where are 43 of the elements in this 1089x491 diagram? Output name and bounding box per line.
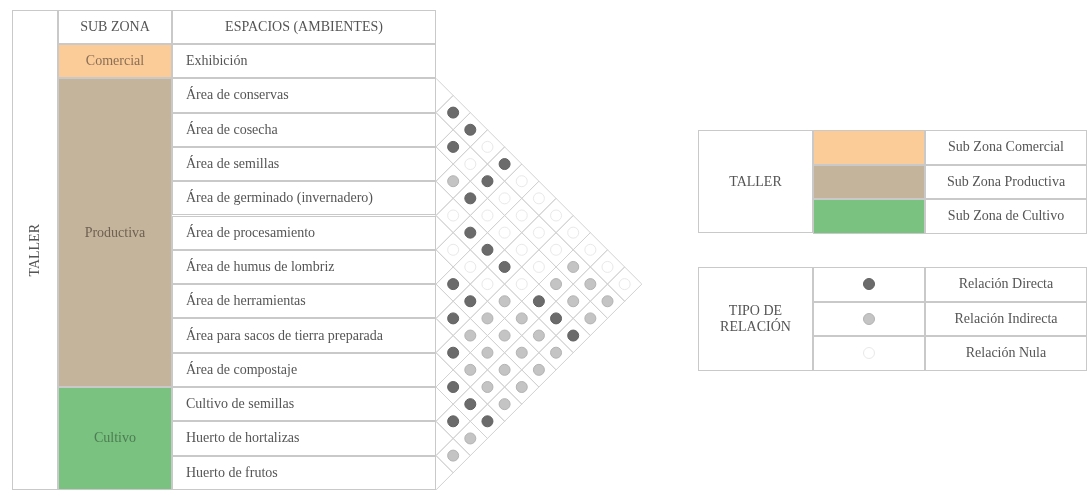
- legend-heading: TIPO DE RELACIÓN: [719, 303, 792, 335]
- space-label: Área de germinado (invernadero): [186, 190, 373, 207]
- space-label: Huerto de hortalizas: [186, 430, 300, 447]
- space-cell: [172, 44, 436, 79]
- space-cell: [172, 112, 436, 147]
- space-cell: [172, 387, 436, 422]
- legend-label: Sub Zona Comercial: [948, 139, 1064, 156]
- space-cell: [172, 352, 436, 387]
- space-label: Área de procesamiento: [186, 224, 316, 241]
- legend-heading: TALLER: [729, 173, 782, 190]
- vertical-label: TALLER: [27, 223, 43, 277]
- subzone-cell: [58, 387, 172, 490]
- space-label: Área de herramientas: [186, 293, 306, 310]
- table-cell: [12, 10, 58, 490]
- space-label: Área de cosecha: [186, 121, 278, 138]
- subzone-cell: [58, 78, 172, 387]
- space-label: Área de compostaje: [186, 361, 298, 378]
- space-cell: [172, 215, 436, 250]
- subzone-label: Productiva: [84, 224, 146, 241]
- space-label: Área de conservas: [186, 87, 289, 104]
- legend-label: Relación Indirecta: [954, 310, 1058, 327]
- space-cell: [172, 181, 436, 216]
- legend-label: Relación Directa: [958, 276, 1054, 293]
- legend-label: Sub Zona Productiva: [946, 173, 1066, 190]
- space-cell: [172, 78, 436, 113]
- space-label: Huerto de frutos: [186, 464, 278, 481]
- space-cell: [172, 146, 436, 182]
- space-cell: [172, 284, 436, 319]
- space-cell: [172, 455, 436, 490]
- legend-label: Relación Nula: [965, 345, 1047, 362]
- space-cell: [172, 318, 436, 353]
- subzone-label: Comercial: [85, 53, 145, 70]
- subzone-label: Cultivo: [94, 430, 136, 447]
- space-label: Área de semillas: [186, 156, 280, 173]
- space-label: Exhibición: [186, 53, 248, 70]
- space-label: Área de humus de lombriz: [186, 258, 335, 275]
- space-label: Área para sacos de tierra preparada: [186, 327, 384, 344]
- space-cell: [172, 249, 436, 285]
- legend-label: Sub Zona de Cultivo: [947, 208, 1065, 225]
- subzone-cell: [58, 44, 172, 79]
- space-cell: [172, 421, 436, 456]
- column-header: SUB ZONA: [80, 19, 150, 35]
- space-label: Cultivo de semillas: [186, 396, 295, 413]
